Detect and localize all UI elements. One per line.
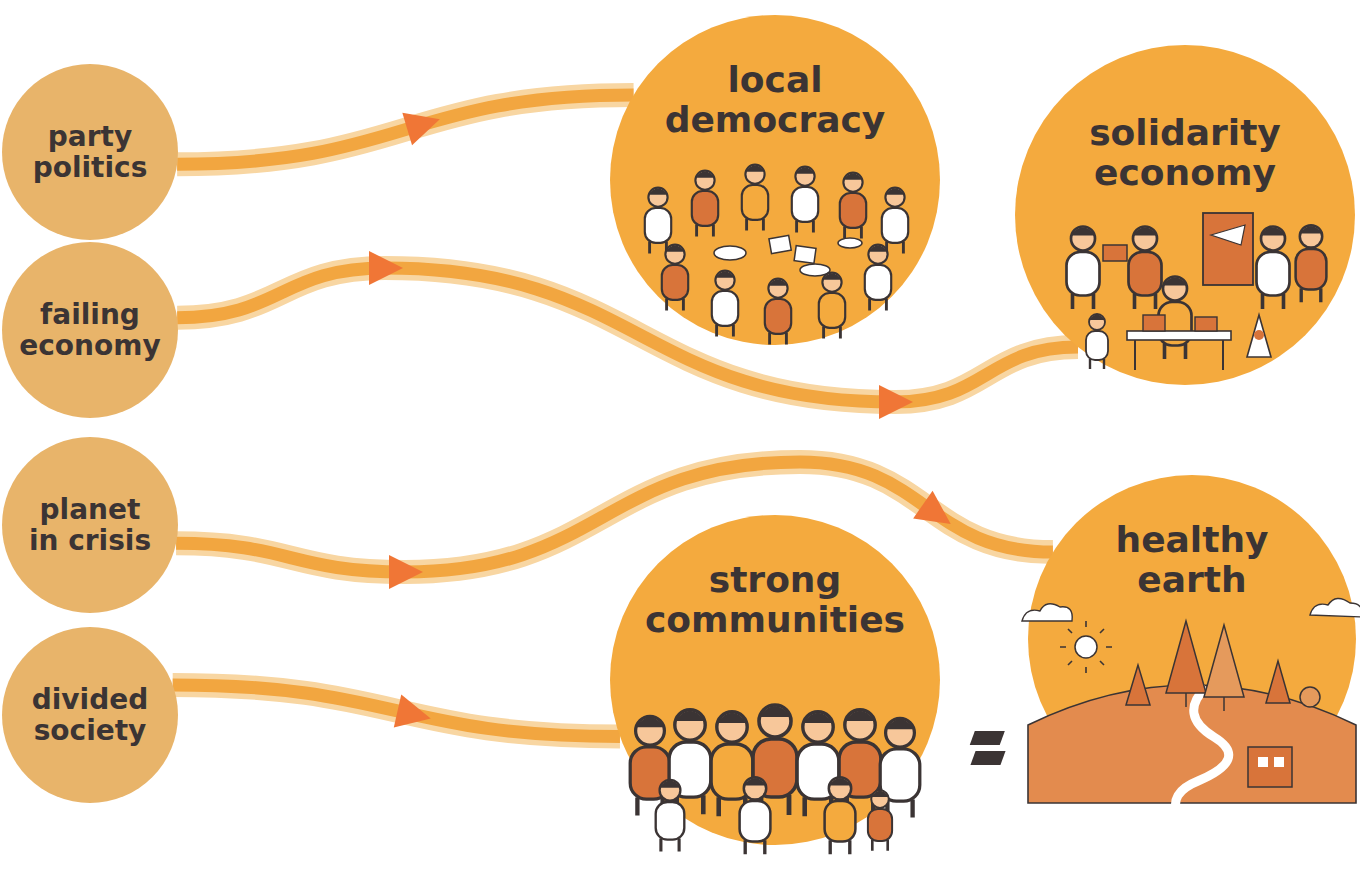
- arrow-head: [879, 385, 913, 419]
- circle-fill: [1028, 475, 1356, 803]
- crowd-of-people: [630, 705, 920, 854]
- vision-title: solidarity economy: [1060, 113, 1310, 194]
- clouds: [1022, 598, 1360, 621]
- hill: [970, 685, 1356, 815]
- band-core: [176, 462, 1053, 572]
- vision-title: strong communities: [635, 560, 915, 641]
- sign-heart: [1254, 330, 1264, 340]
- seated-people: [645, 165, 908, 345]
- table-legs: [1135, 340, 1223, 370]
- band-outline: [177, 268, 1078, 402]
- table: [1127, 331, 1231, 340]
- problem-circle: failing economy: [2, 242, 178, 418]
- problem-circle: divided society: [2, 627, 178, 803]
- market-people: [1067, 213, 1327, 370]
- band-core: [177, 268, 1078, 402]
- arrow-head: [369, 251, 403, 285]
- circle-fill: [610, 15, 940, 345]
- problem-circle: planet in crisis: [2, 437, 178, 613]
- arrow-head: [913, 491, 951, 524]
- problem-label: planet in crisis: [24, 494, 156, 557]
- vision-circle: healthy earth: [1028, 475, 1356, 803]
- arrow-head: [389, 555, 423, 589]
- band-core: [173, 685, 620, 737]
- sign-board: [1247, 315, 1271, 357]
- trees: [1126, 621, 1320, 711]
- sun: [1060, 621, 1112, 673]
- problem-label: divided society: [15, 684, 165, 747]
- market-illustration: [1015, 45, 1355, 385]
- circle-fill: [610, 515, 940, 845]
- plates-and-papers: [714, 235, 862, 276]
- bread: [1143, 315, 1165, 331]
- band-outline: [177, 95, 633, 164]
- connector-band: [177, 251, 1078, 419]
- arrow-head: [402, 113, 439, 146]
- band-core: [177, 95, 633, 164]
- vision-title: healthy earth: [1067, 520, 1317, 601]
- vision-circle: solidarity economy: [1015, 45, 1355, 385]
- problem-circle: party politics: [2, 64, 178, 240]
- band-outline: [176, 462, 1053, 572]
- connector-band: [173, 685, 620, 737]
- circle-fill: [2, 437, 178, 613]
- circle-fill: [2, 627, 178, 803]
- band-outline: [173, 685, 620, 737]
- circle-fill: [2, 64, 178, 240]
- door: [1203, 213, 1253, 285]
- circle-fill: [1015, 45, 1355, 385]
- problem-label: party politics: [15, 121, 165, 184]
- vision-title: local democracy: [650, 60, 900, 141]
- basket: [1103, 245, 1127, 261]
- connector-band: [177, 95, 633, 164]
- bread: [1195, 317, 1217, 331]
- vision-circle: local democracy: [610, 15, 940, 345]
- problem-label: failing economy: [15, 299, 165, 362]
- circle-fill: [2, 242, 178, 418]
- paint-stroke: [1211, 225, 1245, 245]
- connector-band: [176, 462, 1053, 589]
- vision-circle: strong communities: [610, 515, 940, 845]
- arrow-head: [394, 694, 431, 727]
